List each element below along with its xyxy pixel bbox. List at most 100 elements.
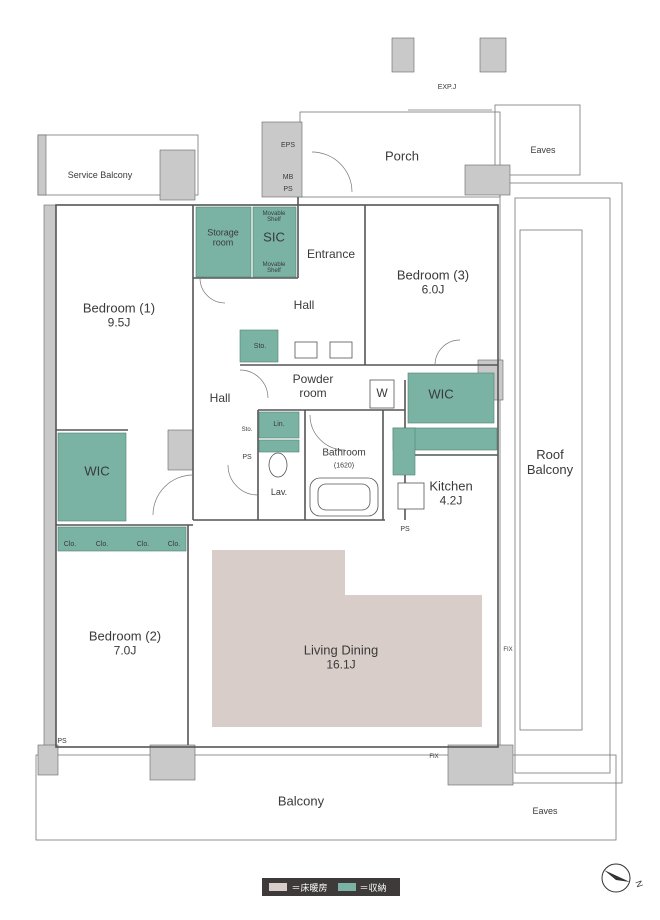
movable-shelf-bottom-label: Movable Shelf bbox=[263, 262, 286, 274]
roof-balcony-line1: Roof bbox=[536, 447, 564, 463]
kitchen-counter-side-fill bbox=[392, 427, 416, 476]
exp-j-label: EXP.J bbox=[437, 83, 457, 91]
clo3-label: Clo. bbox=[136, 540, 150, 548]
roof-balcony-label: Roof Balcony bbox=[526, 447, 574, 478]
living-dining-label: Living Dining 16.1J bbox=[303, 642, 379, 673]
sto-top-fill bbox=[239, 329, 279, 363]
movable-shelf-top-label: Movable Shelf bbox=[263, 211, 286, 223]
eps-label: EPS bbox=[280, 141, 296, 149]
balcony-outline bbox=[35, 754, 617, 841]
bedroom2-name: Bedroom (2) bbox=[88, 628, 162, 644]
legend-heated-swatch bbox=[269, 883, 288, 891]
clo4-label: Clo. bbox=[167, 540, 181, 548]
lav-label: Lav. bbox=[270, 486, 288, 497]
porch-label: Porch bbox=[385, 148, 419, 164]
bedroom2-label: Bedroom (2) 7.0J bbox=[88, 628, 162, 659]
sic-fill bbox=[252, 206, 297, 278]
bedroom1-area: 9.5J bbox=[107, 315, 131, 330]
ps-mb-label: PS bbox=[283, 185, 293, 193]
washer-box bbox=[369, 379, 395, 409]
clo1-label: Clo. bbox=[63, 540, 77, 548]
wall-left-strip bbox=[43, 204, 57, 751]
ps-small-label: PS bbox=[242, 453, 252, 461]
door-bedroom1-arc bbox=[152, 474, 194, 516]
bathroom-size: (1620) bbox=[333, 462, 355, 470]
eaves-top-label: Eaves bbox=[530, 144, 556, 155]
roof-balcony-line2: Balcony bbox=[526, 462, 574, 477]
service-balcony-label: Service Balcony bbox=[67, 169, 133, 180]
wall-top-left bbox=[159, 149, 196, 201]
wic-left-fill bbox=[57, 432, 127, 522]
hall-top-label: Hall bbox=[293, 298, 315, 313]
bedroom3-label: Bedroom (3) 6.0J bbox=[396, 267, 470, 298]
hall-left-label: Hall bbox=[209, 391, 231, 406]
sic-label: SIC bbox=[263, 229, 285, 245]
storage-room-label: Storage room bbox=[207, 228, 239, 249]
heated-floor-living bbox=[212, 550, 482, 727]
legend-storage-swatch bbox=[337, 883, 356, 891]
bathroom-name: Bathroom bbox=[322, 447, 366, 459]
stove bbox=[397, 482, 425, 510]
door-lav-arc bbox=[227, 464, 259, 496]
living-dining-area: 16.1J bbox=[326, 657, 356, 672]
bedroom1-name: Bedroom (1) bbox=[82, 300, 156, 316]
clo2-label: Clo. bbox=[95, 540, 109, 548]
storage-room-line1: Storage bbox=[207, 227, 239, 238]
wall-exp-right bbox=[479, 37, 507, 73]
door-entrance-arc bbox=[311, 151, 353, 193]
powder-sink-2 bbox=[329, 341, 353, 359]
bathroom-label: Bathroom (1620) bbox=[322, 448, 365, 471]
roof-balcony-inner bbox=[519, 229, 583, 731]
wall-porch-right bbox=[464, 164, 511, 196]
kitchen-name: Kitchen bbox=[429, 478, 473, 494]
bedroom3-area: 6.0J bbox=[421, 282, 445, 297]
eaves-bottom-label: Eaves bbox=[532, 805, 558, 816]
closet-row-fill bbox=[57, 526, 187, 552]
legend-heated-label: ＝床暖房 bbox=[291, 882, 328, 893]
fix-right-label: FIX bbox=[503, 647, 513, 653]
sto-small-label: Sto. bbox=[241, 427, 253, 433]
bathtub-inner bbox=[317, 483, 371, 511]
bedroom2-area: 7.0J bbox=[113, 643, 137, 658]
movable-shelf-top-line1: Movable bbox=[262, 211, 286, 217]
wall-bedroom1-right bbox=[167, 429, 194, 471]
ps-kitchen-label: PS bbox=[400, 525, 410, 533]
wall-mb bbox=[261, 121, 303, 198]
compass-icon bbox=[601, 863, 631, 893]
fix-bottom-label: FIX bbox=[429, 754, 439, 760]
kitchen-label: Kitchen 4.2J bbox=[429, 478, 473, 509]
bedroom1-label: Bedroom (1) 9.5J bbox=[82, 300, 156, 331]
powder-room-label: Powder room bbox=[292, 372, 334, 401]
powder-room-line1: Powder bbox=[292, 372, 334, 387]
eaves-top-outline bbox=[494, 104, 581, 176]
lav-shelf-fill bbox=[258, 439, 300, 453]
movable-shelf-bottom-line2: Shelf bbox=[267, 268, 281, 274]
lin-label: Lin. bbox=[273, 420, 285, 428]
legend: ＝床暖房 ＝収納 bbox=[262, 878, 400, 896]
balcony-label: Balcony bbox=[277, 793, 325, 809]
w-label: W bbox=[376, 386, 388, 401]
storage-room-fill bbox=[195, 206, 252, 278]
powder-room-line2: room bbox=[299, 386, 327, 400]
roof-balcony-outline bbox=[514, 197, 611, 774]
bedroom3-name: Bedroom (3) bbox=[396, 267, 470, 283]
powder-sink-1 bbox=[294, 341, 318, 359]
wic-right-fill bbox=[407, 372, 495, 424]
movable-shelf-bottom-line1: Movable bbox=[262, 262, 286, 268]
wall-left-bottom bbox=[37, 744, 59, 776]
ps-bottom-label: PS bbox=[57, 737, 67, 745]
unit-outline bbox=[55, 204, 499, 748]
door-bath-arc bbox=[309, 414, 346, 451]
kitchen-area: 4.2J bbox=[439, 493, 463, 508]
toilet-bowl bbox=[268, 452, 288, 478]
living-dining-name: Living Dining bbox=[303, 642, 379, 658]
eaves-right-outline bbox=[499, 182, 623, 784]
storage-room-line2: room bbox=[212, 238, 234, 248]
wall-bottom-right bbox=[447, 744, 514, 786]
sto-top-label: Sto. bbox=[253, 342, 267, 350]
wic-left-label: WIC bbox=[84, 463, 110, 479]
legend-storage-label: ＝収納 bbox=[359, 882, 387, 893]
door-storage-arc bbox=[199, 277, 226, 304]
movable-shelf-top-line2: Shelf bbox=[267, 217, 281, 223]
